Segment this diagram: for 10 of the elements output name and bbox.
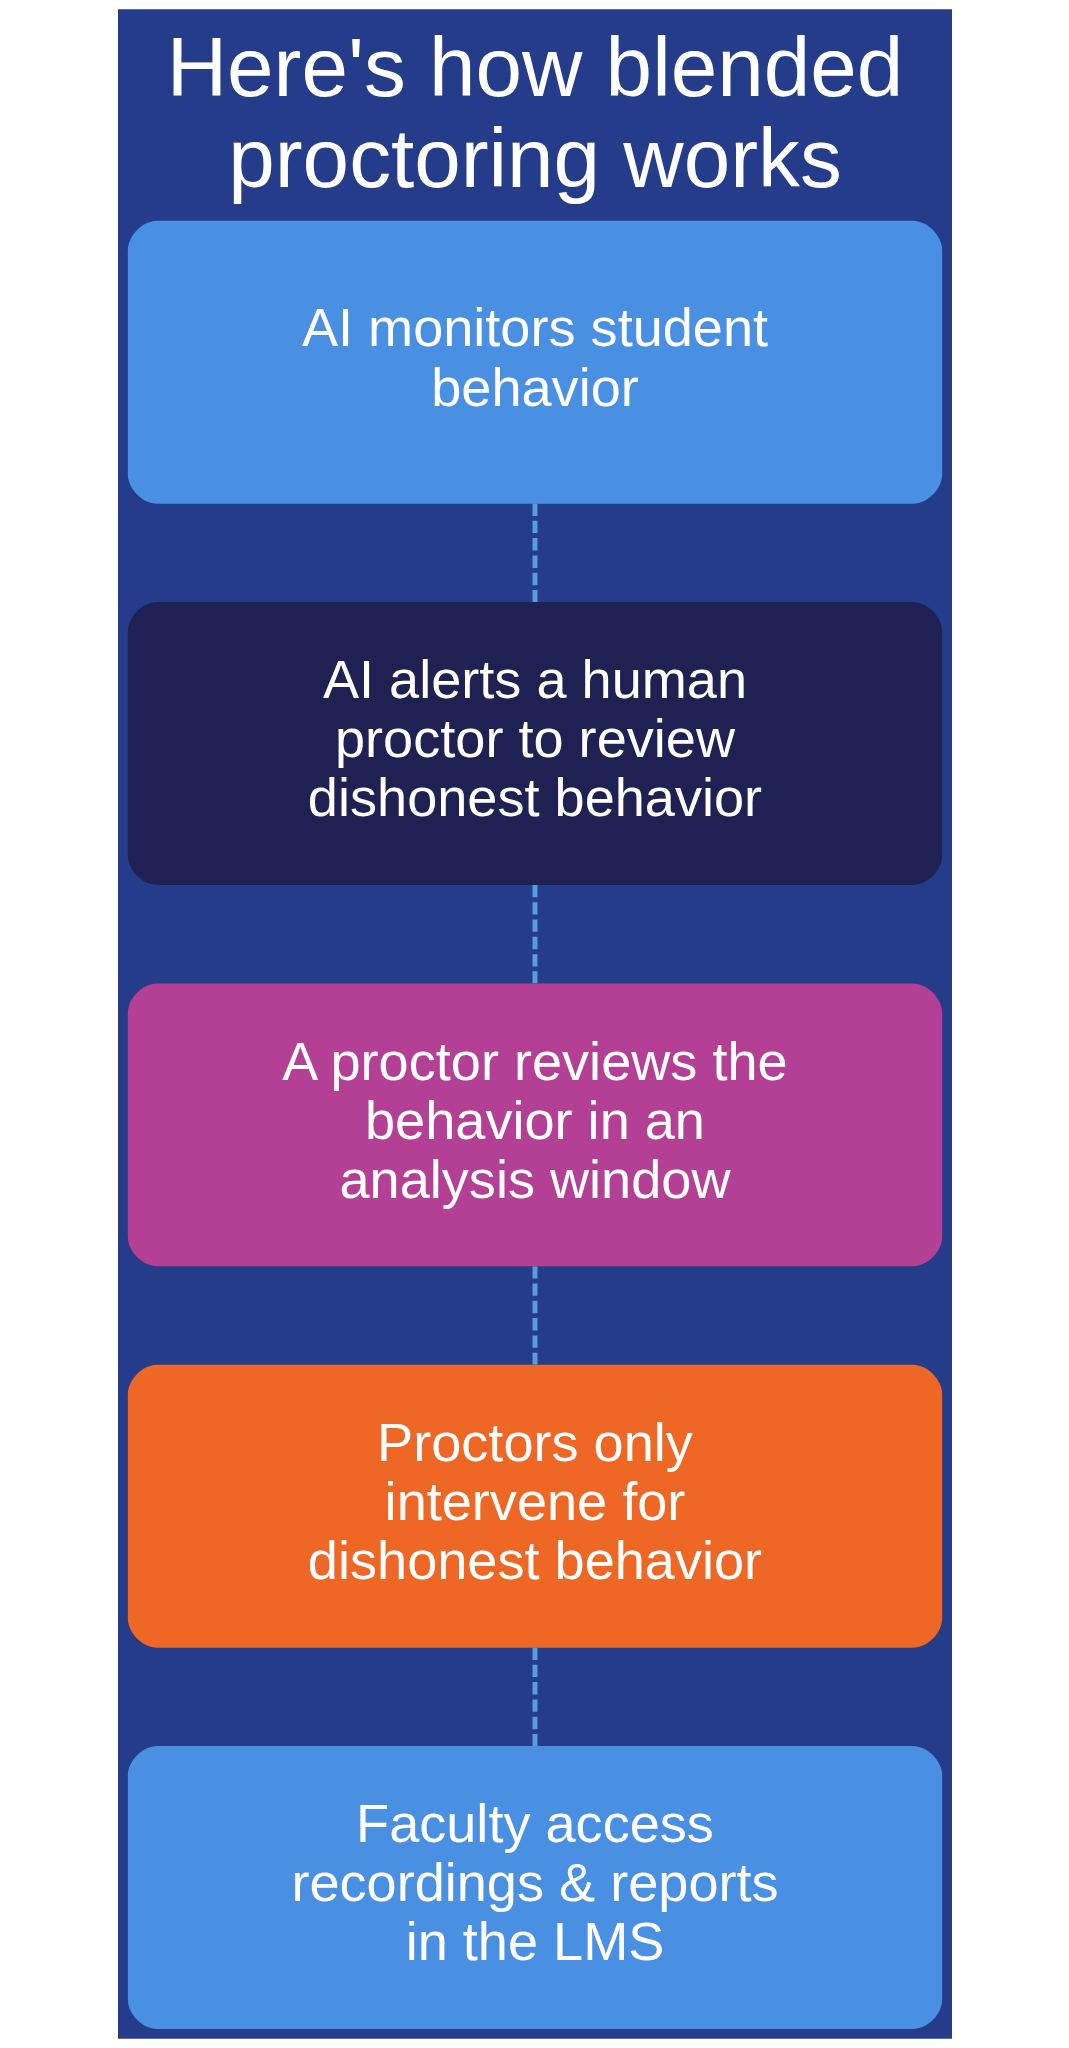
connector — [532, 885, 537, 984]
connector — [532, 1266, 537, 1365]
connector — [532, 503, 537, 602]
node-box: AI monitors student behavior — [127, 220, 942, 504]
node-box: Faculty access recordings & reports in the LMS — [127, 1746, 942, 2029]
diagram-title: Here's how blended proctoring works — [166, 19, 903, 205]
node-box: Proctors only intervene for dishonest behavior — [127, 1364, 942, 1648]
node-box: A proctor reviews the behavior in an analysis window — [127, 983, 942, 1267]
node-box: AI alerts a human proctor to review dishonest behavior — [127, 602, 942, 885]
connector — [532, 1647, 537, 1746]
